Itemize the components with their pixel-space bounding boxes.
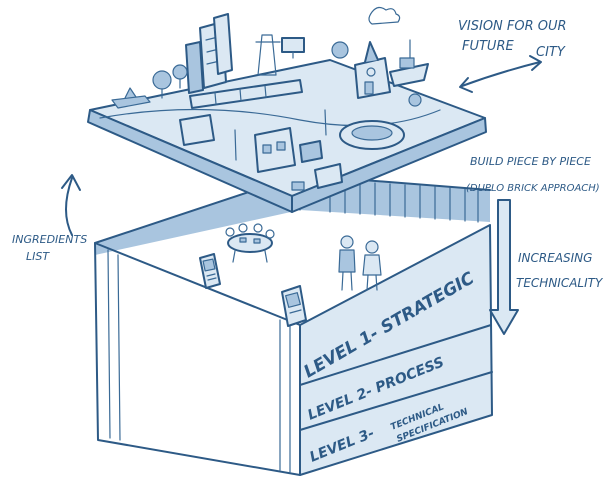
ingredients-label-line2: LIST [26,250,50,263]
power-pylon-icon [258,35,276,75]
build-label-line1: BUILD PIECE BY PIECE [470,155,591,168]
left-face-hatching [108,250,290,472]
display-screen-icon [282,38,304,58]
technicality-label-line1: INCREASING [518,251,592,265]
meeting-table-icon [226,224,274,262]
ingredients-label-line1: INGREDIENTS [12,233,87,246]
vision-label-line1: VISION FOR OUR [458,19,567,34]
vision-label-line3: CITY [536,45,566,60]
build-label-line2: (DUPLO BRICK APPROACH) [466,183,600,194]
down-arrow-icon [490,200,518,334]
technicality-label-line2: TECHNICALITY [516,276,604,290]
church-icon [355,42,390,98]
ship-icon [390,40,428,86]
mobile-phone-icon [200,254,220,288]
box-left-face [95,243,300,475]
people-icon [339,236,381,290]
cloud-icon [369,7,400,24]
up-arrow-icon [62,175,80,235]
vision-label-line2: FUTURE [462,39,514,54]
skyscraper-icon [186,14,232,93]
stadium-icon [340,121,404,149]
vision-double-arrow-icon [460,56,541,92]
